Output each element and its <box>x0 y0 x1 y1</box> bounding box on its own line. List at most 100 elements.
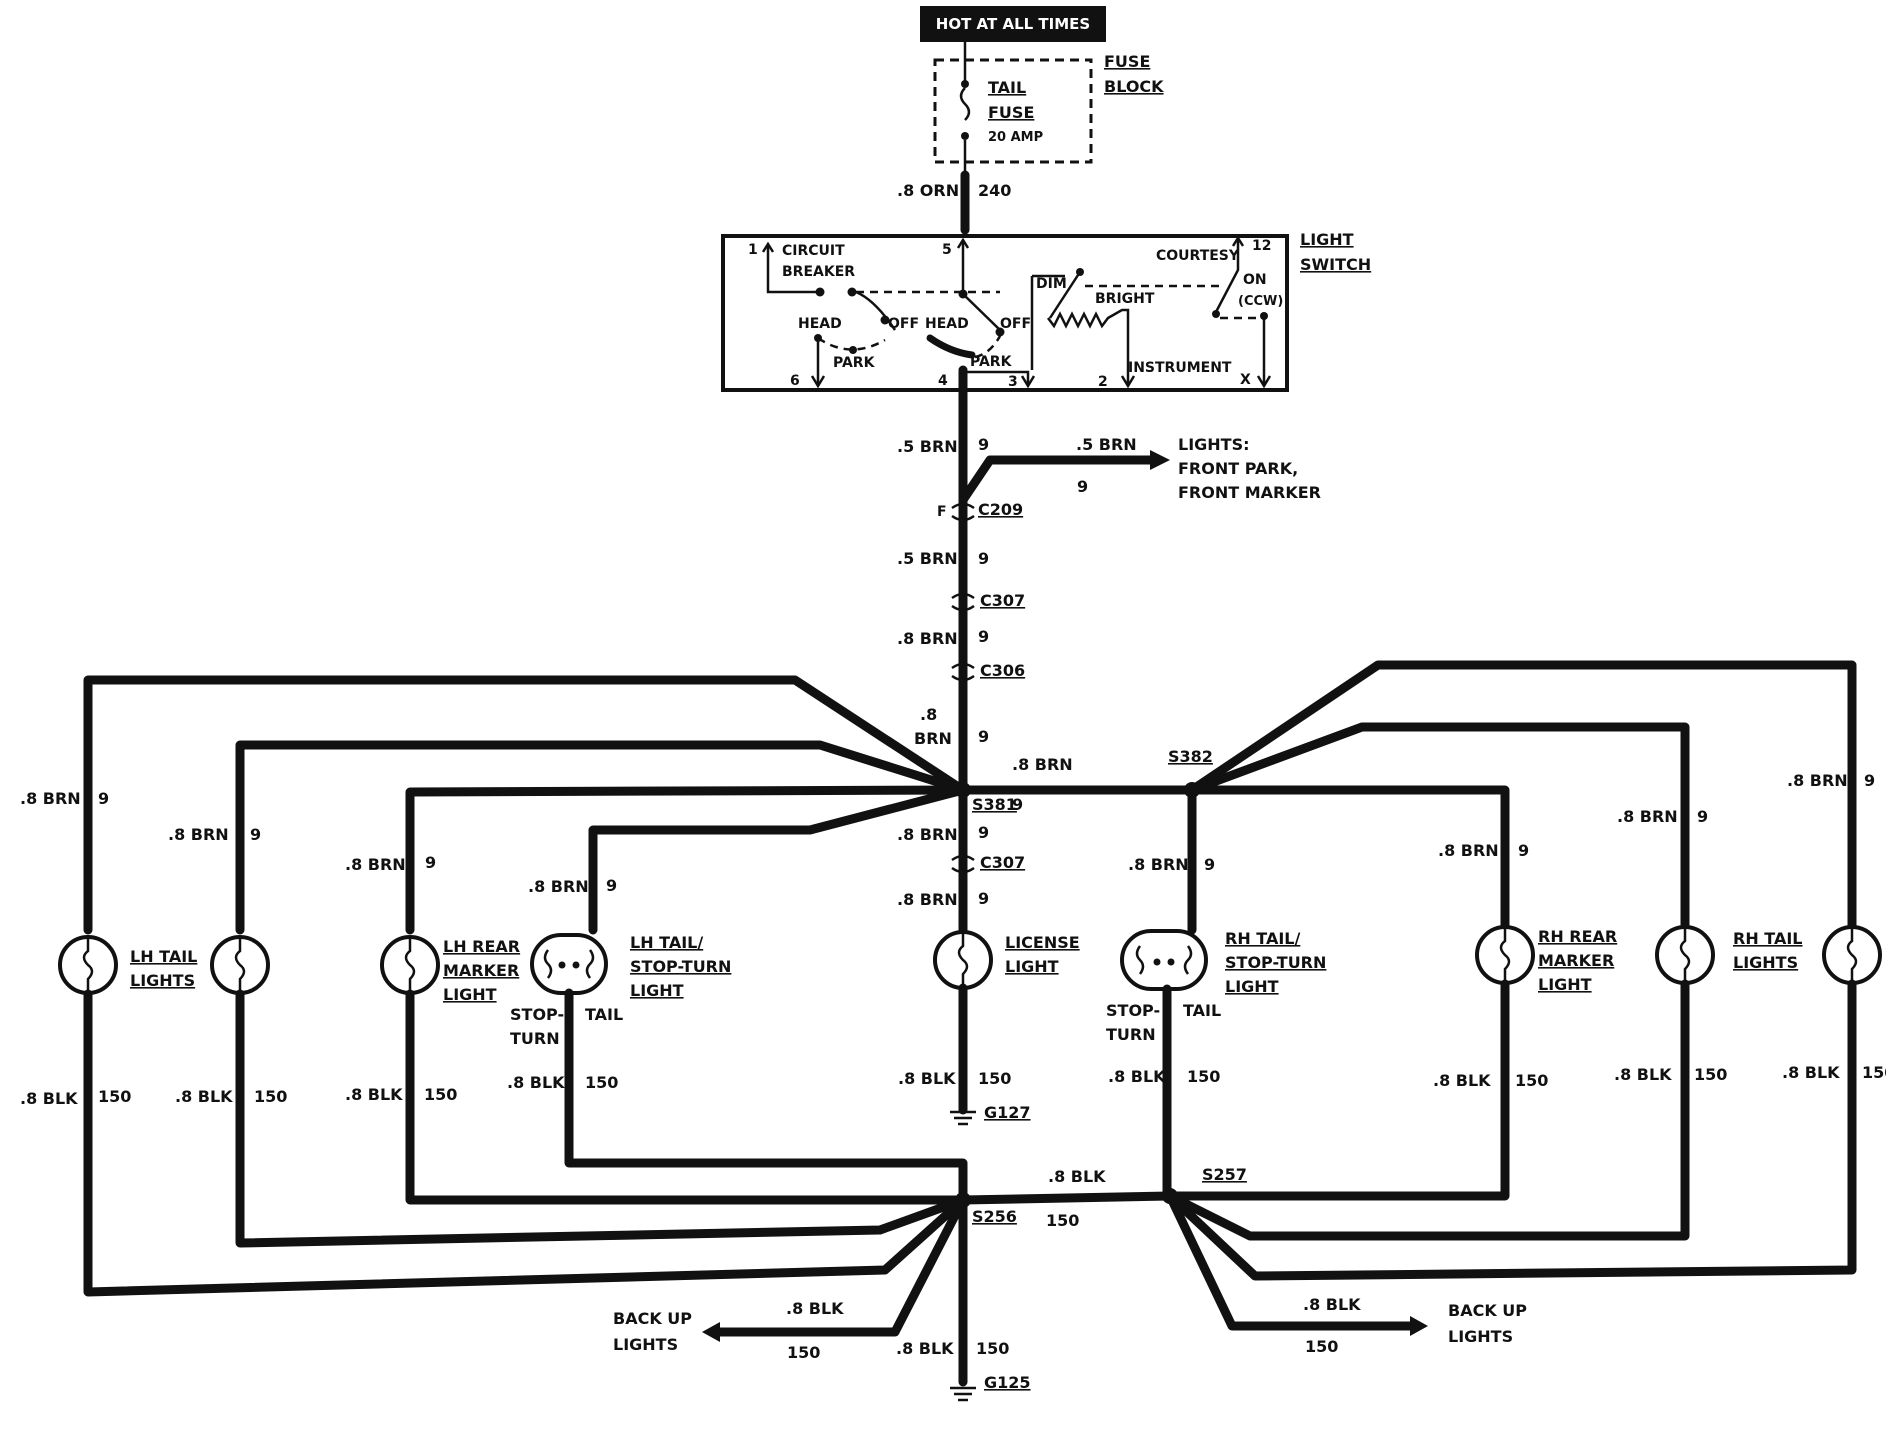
c307-upper-label: C307 <box>980 591 1025 610</box>
lamp-rh-rear-marker: RH REAR MARKER LIGHT <box>1475 925 1617 994</box>
lh-stopturn-label-line2: STOP-TURN <box>630 957 731 976</box>
on-label: ON <box>1243 272 1267 288</box>
ground-g127: G127 <box>950 1103 1031 1126</box>
g127-label: G127 <box>984 1103 1031 1122</box>
term-6: 6 <box>790 373 800 389</box>
left-backup-circuit: 150 <box>787 1343 820 1362</box>
lh-tail-term: TAIL <box>585 1005 623 1024</box>
dim-label: DIM <box>1036 276 1067 292</box>
fuse-label-line2: FUSE <box>988 103 1034 122</box>
hot-label: HOT AT ALL TIMES <box>936 15 1090 33</box>
fuse-block-title-line2: BLOCK <box>1104 77 1164 96</box>
lh-stopturn-ground-circuit: 150 <box>585 1073 618 1092</box>
left-backup-color: .8 BLK <box>786 1299 844 1318</box>
ground-lh-tail-inner <box>235 989 968 1248</box>
rh-tail-label-line2: LIGHTS <box>1733 953 1798 972</box>
fuse-label-line1: TAIL <box>988 78 1026 97</box>
rh-marker-feed-color: .8 BRN <box>1438 841 1499 860</box>
lh-stopturn-label-line3: LIGHT <box>630 981 684 1000</box>
park-mid: PARK <box>970 354 1013 370</box>
park-left: PARK <box>833 355 876 371</box>
lh-stopturn-label-line1: LH TAIL/ <box>630 933 703 952</box>
wire4-circuit: 9 <box>978 727 989 746</box>
lamp-license: LICENSE LIGHT <box>933 930 1080 990</box>
lh-marker-ground-color: .8 BLK <box>345 1085 403 1104</box>
lh-tail-inner-feed-circuit: 9 <box>250 825 261 844</box>
ground-rh-rear-marker <box>1165 979 1510 1201</box>
term-3: 3 <box>1008 374 1018 390</box>
ground-rh-tail-outer <box>1165 979 1857 1281</box>
s381-label: S381 <box>972 795 1017 814</box>
lh-tail-inner-ground-color: .8 BLK <box>175 1087 233 1106</box>
wire1-circuit: 9 <box>978 435 989 454</box>
feed-lh-rear-marker <box>405 785 968 935</box>
lh-marker-label-line2: MARKER <box>443 961 519 980</box>
wire-240-circuit: 240 <box>978 181 1011 200</box>
bright-label: BRIGHT <box>1095 291 1155 307</box>
rh-tail-term: TAIL <box>1183 1001 1221 1020</box>
s256-s257-color: .8 BLK <box>1048 1167 1106 1186</box>
instrument-label: INSTRUMENT <box>1128 360 1232 376</box>
license-ground-color: .8 BLK <box>898 1069 956 1088</box>
s382-label: S382 <box>1168 747 1213 766</box>
rh-stop-line1: STOP- <box>1106 1001 1160 1020</box>
lh-marker-feed-color: .8 BRN <box>345 855 406 874</box>
wire4-color-line1: .8 <box>920 705 937 724</box>
lamp-lh-tail-inner <box>210 935 270 995</box>
feed-lh-stop-turn <box>588 785 968 935</box>
ground-g125: G125 <box>950 1373 1031 1402</box>
lh-marker-label-line1: LH REAR <box>443 937 520 956</box>
term-5: 5 <box>942 242 952 258</box>
courtesy-label: COURTESY <box>1156 248 1240 264</box>
rh-stopturn-feed-circuit: 9 <box>1204 855 1215 874</box>
c307-lower-label: C307 <box>980 853 1025 872</box>
rh-stop-line2: TURN <box>1106 1025 1156 1044</box>
rh-stopturn-feed-color: .8 BRN <box>1128 855 1189 874</box>
hot-at-all-times-banner: HOT AT ALL TIMES <box>920 6 1106 42</box>
ccw-label: (CCW) <box>1238 294 1283 309</box>
light-switch-title-line2: SWITCH <box>1300 255 1371 274</box>
ground-lh-tail-outer <box>83 989 968 1297</box>
off-mid: OFF <box>1000 316 1031 332</box>
rh-tail-inner-feed-circuit: 9 <box>1697 807 1708 826</box>
rh-marker-ground-color: .8 BLK <box>1433 1071 1491 1090</box>
lh-tail-outer-feed-circuit: 9 <box>98 789 109 808</box>
circuit-breaker-line1: CIRCUIT <box>782 243 845 259</box>
s381-circuit: 9 <box>1012 795 1023 814</box>
lh-tail-inner-feed-color: .8 BRN <box>168 825 229 844</box>
g125-circuit: 150 <box>976 1339 1009 1358</box>
rh-tail-inner-ground-color: .8 BLK <box>1614 1065 1672 1084</box>
lamp-rh-tail-outer <box>1822 925 1882 985</box>
connector-c306: C306 <box>951 661 1025 682</box>
rh-tail-outer-ground-color: .8 BLK <box>1782 1063 1840 1082</box>
lamp-lh-rear-marker: LH REAR MARKER LIGHT <box>380 935 520 1004</box>
g125-color: .8 BLK <box>896 1339 954 1358</box>
wire2-circuit: 9 <box>978 549 989 568</box>
wire-s256-s257 <box>958 1191 1175 1205</box>
c209-label: C209 <box>978 500 1023 519</box>
feed-lh-tail-outer <box>83 675 968 935</box>
rh-tail-inner-ground-circuit: 150 <box>1694 1065 1727 1084</box>
rh-marker-label-line2: MARKER <box>1538 951 1614 970</box>
term-4: 4 <box>938 373 948 389</box>
feed-rh-rear-marker <box>1187 785 1510 935</box>
term-x: X <box>1240 372 1251 388</box>
rh-marker-ground-circuit: 150 <box>1515 1071 1548 1090</box>
lh-stop-line1: STOP- <box>510 1005 564 1024</box>
branch-target-line1: LIGHTS: <box>1178 435 1250 454</box>
rh-tail-inner-feed-color: .8 BRN <box>1617 807 1678 826</box>
lamp-lh-stop-turn: LH TAIL/ STOP-TURN LIGHT STOP- TURN TAIL <box>510 933 731 1048</box>
connector-c209: F C209 <box>937 500 1023 522</box>
rh-marker-label-line1: RH REAR <box>1538 927 1617 946</box>
lh-tail-outer-ground-circuit: 150 <box>98 1087 131 1106</box>
lh-stopturn-feed-circuit: 9 <box>606 876 617 895</box>
wire-right-backup <box>1165 1191 1415 1331</box>
lh-marker-feed-circuit: 9 <box>425 853 436 872</box>
rh-tail-outer-ground-circuit: 150 <box>1862 1063 1886 1082</box>
rh-tail-label-line1: RH TAIL <box>1733 929 1802 948</box>
rh-stopturn-label-line1: RH TAIL/ <box>1225 929 1300 948</box>
s256-label: S256 <box>972 1207 1017 1226</box>
head-left: HEAD <box>798 316 842 332</box>
wire5-color: .8 BRN <box>897 825 958 844</box>
license-label-line2: LIGHT <box>1005 957 1059 976</box>
